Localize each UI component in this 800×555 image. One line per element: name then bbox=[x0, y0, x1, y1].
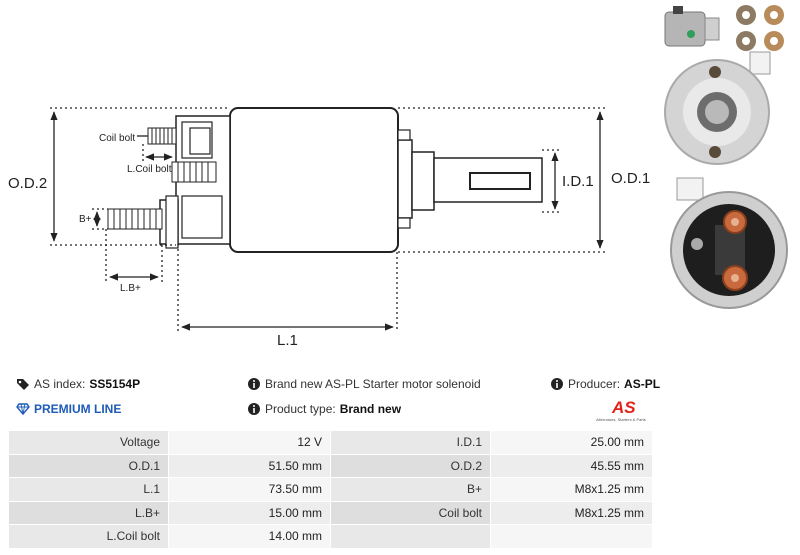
l-b-plus-label: L.B+ bbox=[120, 283, 141, 294]
table-row: Voltage 12 V I.D.1 25.00 mm bbox=[8, 430, 653, 455]
spec-key: Voltage bbox=[8, 430, 169, 455]
tag-icon bbox=[17, 379, 29, 390]
table-row: L.B+ 15.00 mm Coil bolt M8x1.25 mm bbox=[8, 500, 653, 525]
od2-label: O.D.2 bbox=[8, 175, 47, 192]
premium-line-row: PREMIUM LINE bbox=[16, 402, 121, 416]
product-photos bbox=[664, 5, 788, 309]
spec-value: 15.00 mm bbox=[168, 500, 331, 525]
premium-line-label: PREMIUM LINE bbox=[34, 402, 122, 416]
product-type-value: Brand new bbox=[339, 402, 402, 416]
solenoid-terminals-photo bbox=[670, 177, 788, 309]
spec-value: 45.55 mm bbox=[490, 453, 653, 478]
info-icon bbox=[248, 378, 260, 390]
spec-value: M8x1.25 mm bbox=[490, 477, 653, 502]
spec-key: Coil bolt bbox=[330, 500, 491, 525]
as-index-label: AS index: bbox=[34, 377, 86, 391]
spec-key bbox=[330, 524, 491, 549]
product-type-row: Product type: Brand new bbox=[247, 402, 401, 416]
as-index-value: SS5154P bbox=[89, 377, 141, 391]
solenoid-kit-photo bbox=[664, 5, 784, 51]
spec-key: L.1 bbox=[8, 477, 169, 502]
specs-table: Voltage 12 V I.D.1 25.00 mm O.D.1 51.50 … bbox=[8, 430, 653, 549]
info-icon bbox=[551, 378, 563, 390]
spec-key: I.D.1 bbox=[330, 430, 491, 455]
spec-value bbox=[490, 524, 653, 549]
diamond-icon bbox=[16, 403, 30, 416]
od1-label: O.D.1 bbox=[611, 170, 650, 187]
spec-value: 73.50 mm bbox=[168, 477, 331, 502]
spec-value: M8x1.25 mm bbox=[490, 500, 653, 525]
product-type-label: Product type: bbox=[265, 402, 336, 416]
as-pl-logo: AS Alternators, Starters & Parts bbox=[596, 398, 646, 422]
description-row: Brand new AS-PL Starter motor solenoid bbox=[247, 377, 485, 391]
spec-key: L.B+ bbox=[8, 500, 169, 525]
producer-label: Producer: bbox=[568, 377, 621, 391]
spec-value: 12 V bbox=[168, 430, 331, 455]
logo-tagline: Alternators, Starters & Parts bbox=[596, 417, 646, 422]
l1-label: L.1 bbox=[277, 332, 298, 349]
spec-key: O.D.1 bbox=[8, 453, 169, 478]
spec-value: 14.00 mm bbox=[168, 524, 331, 549]
coil-bolt-label: Coil bolt bbox=[99, 133, 135, 144]
spec-key: L.Coil bolt bbox=[8, 524, 169, 549]
l-coil-bolt-label: L.Coil bolt bbox=[127, 164, 172, 175]
b-plus-label: B+ bbox=[79, 214, 92, 225]
id1-label: I.D.1 bbox=[562, 173, 594, 190]
spec-value: 51.50 mm bbox=[168, 453, 331, 478]
table-row: L.1 73.50 mm B+ M8x1.25 mm bbox=[8, 477, 653, 502]
producer-value: AS-PL bbox=[624, 377, 661, 391]
producer-row: Producer: AS-PL bbox=[550, 377, 660, 391]
spec-value: 25.00 mm bbox=[490, 430, 653, 455]
table-row: O.D.1 51.50 mm O.D.2 45.55 mm bbox=[8, 453, 653, 478]
table-row: L.Coil bolt 14.00 mm bbox=[8, 524, 653, 549]
info-icon bbox=[248, 403, 260, 415]
technical-drawing: O.D.2 O.D.1 I.D.1 L.1 Coil bolt L.Coil b… bbox=[8, 107, 650, 349]
description-text: Brand new AS-PL Starter motor solenoid bbox=[265, 377, 481, 391]
as-index-row: AS index: SS5154P bbox=[16, 377, 140, 391]
solenoid-front-photo bbox=[664, 51, 771, 165]
spec-key: B+ bbox=[330, 477, 491, 502]
spec-key: O.D.2 bbox=[330, 453, 491, 478]
logo-mark: AS bbox=[611, 398, 636, 417]
